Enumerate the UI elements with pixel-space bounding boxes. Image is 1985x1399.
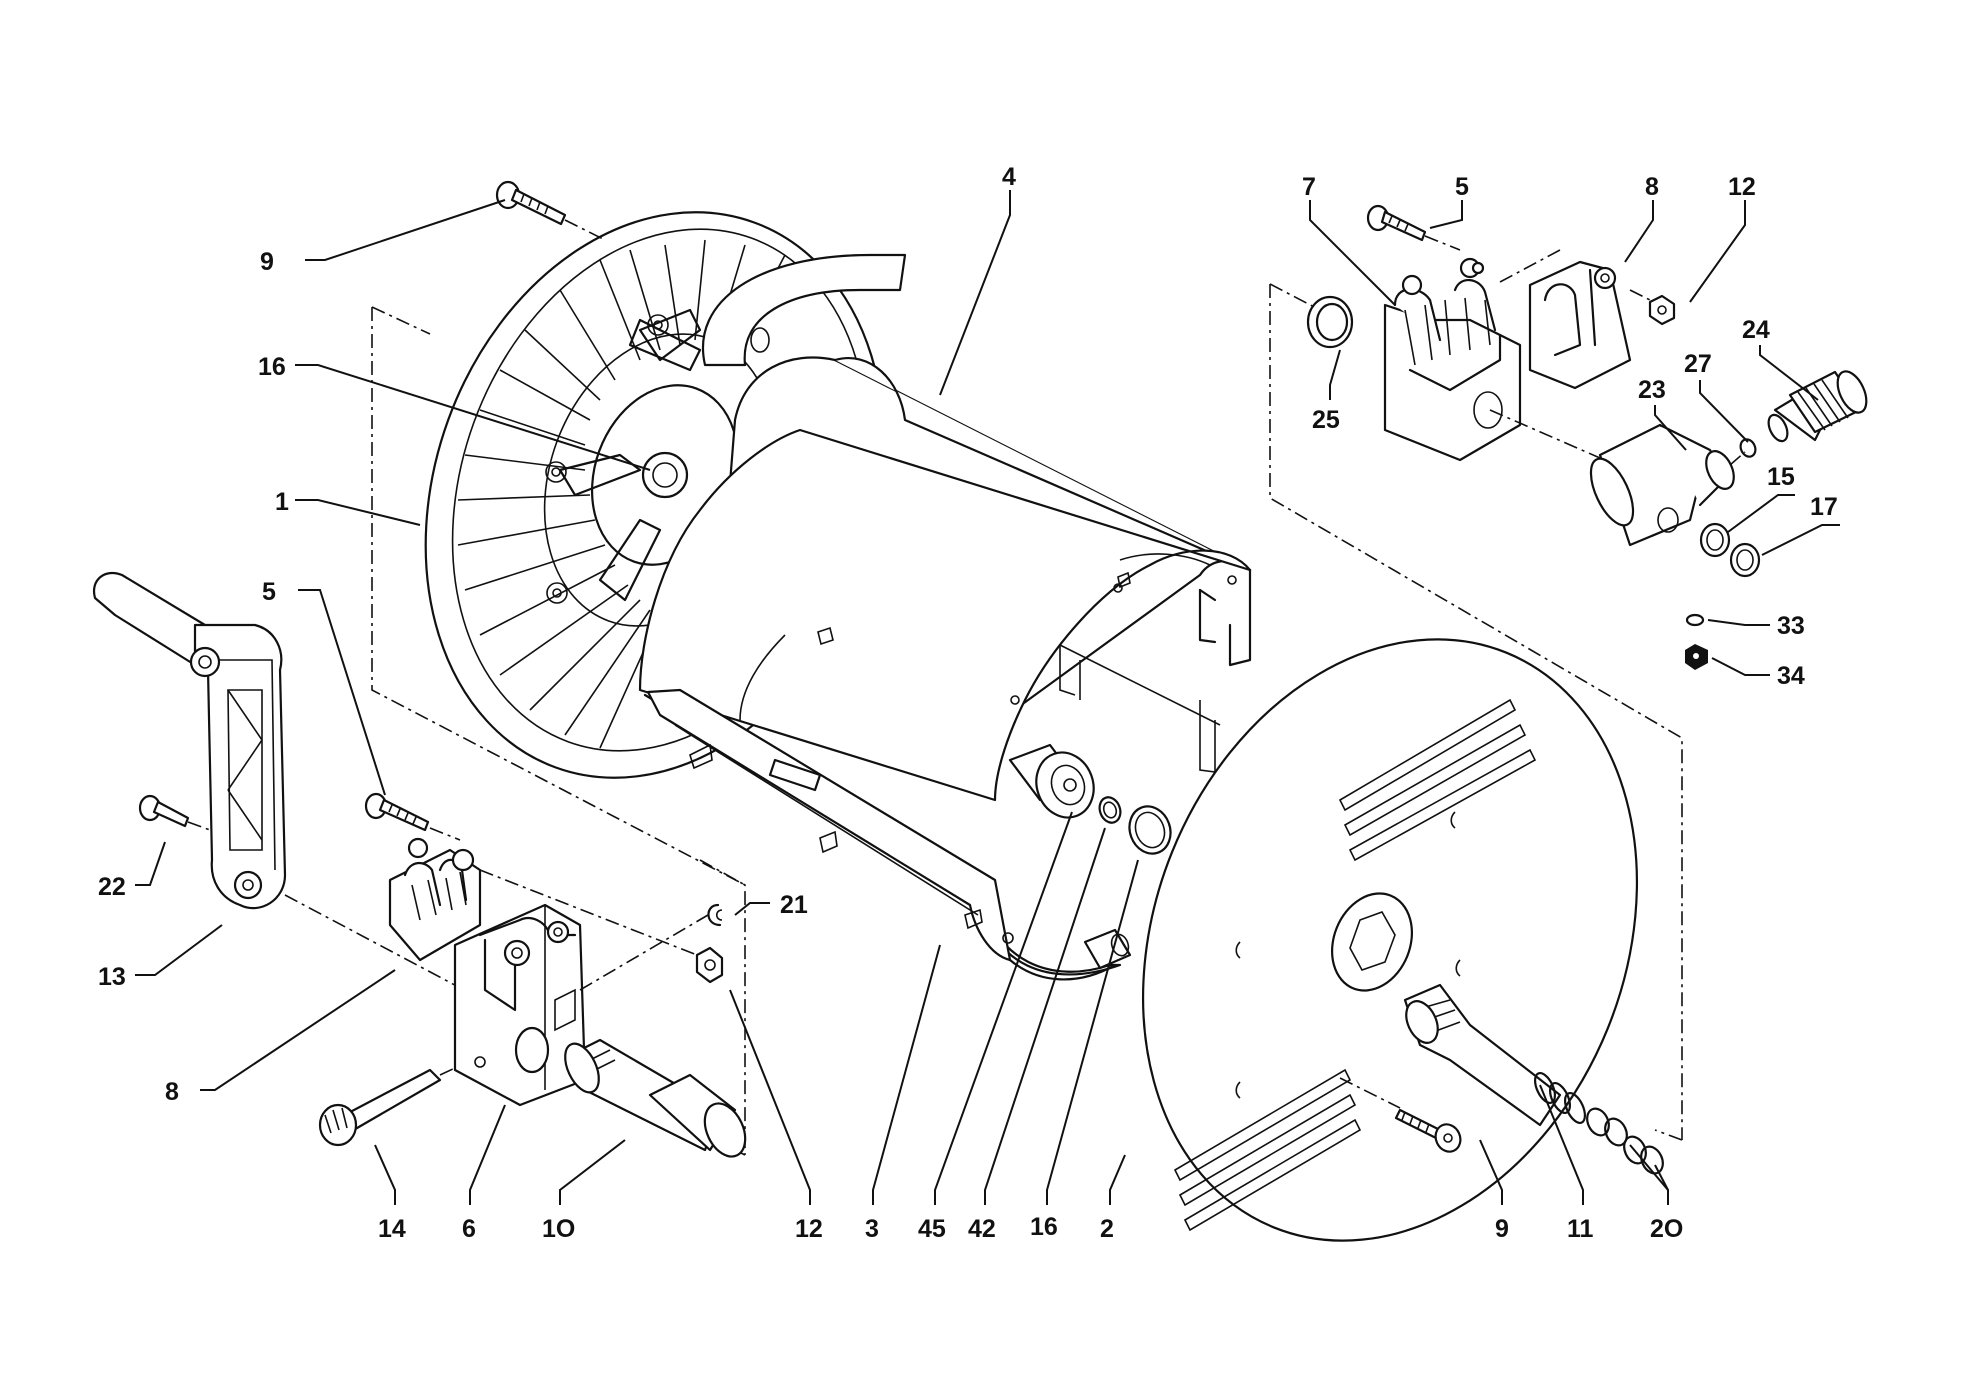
callout-27: 27 (1684, 350, 1712, 378)
callout-22: 22 (98, 873, 126, 901)
part-20-seal-rings (1586, 1107, 1664, 1175)
callout-10: 1O (542, 1215, 575, 1243)
part-23-elbow (1489, 409, 1746, 547)
callout-4: 4 (1002, 163, 1016, 191)
part-5-screw-right (1366, 204, 1461, 251)
callout-8-left: 8 (165, 1078, 179, 1106)
callout-42: 42 (968, 1215, 996, 1243)
callout-25: 25 (1312, 406, 1340, 434)
assembly-frame-right (1269, 283, 1683, 1141)
part-21-clip (579, 903, 723, 991)
part-24-adapter (1767, 370, 1868, 443)
part-27-washer (1739, 438, 1757, 458)
part-15-ring (1699, 522, 1731, 558)
callout-13: 13 (98, 963, 126, 991)
part-42-o-ring (1098, 796, 1122, 824)
callout-23: 23 (1638, 376, 1666, 404)
part-8-bracket-left (388, 837, 482, 962)
part-33-o-ring (1685, 613, 1705, 627)
part-45-coupling (1008, 743, 1095, 819)
part-22-screw (138, 794, 211, 831)
callout-45: 45 (918, 1215, 946, 1243)
callout-2: 2 (1100, 1215, 1114, 1243)
callout-1: 1 (275, 488, 289, 516)
callout-17: 17 (1810, 493, 1838, 521)
callout-12-right: 12 (1728, 173, 1756, 201)
callout-5-left: 5 (262, 578, 276, 606)
callout-11: 11 (1567, 1215, 1594, 1243)
part-10-hose-connector (564, 1038, 747, 1158)
part-4-drum-cover (638, 356, 1252, 802)
callout-21: 21 (780, 891, 808, 919)
part-8-bracket-right (1499, 249, 1632, 390)
part-17-ring (1729, 542, 1761, 578)
callout-5-right: 5 (1455, 173, 1469, 201)
part-12-nut-left (479, 869, 724, 984)
part-5-screw-left (364, 792, 461, 841)
callout-15: 15 (1767, 463, 1795, 491)
part-14-knob (318, 1067, 456, 1147)
callout-14: 14 (378, 1215, 406, 1243)
part-16-circlip (1128, 805, 1172, 855)
part-34-cap (1685, 644, 1708, 670)
callout-24: 24 (1742, 316, 1770, 344)
callout-20: 2O (1650, 1215, 1683, 1243)
callout-7: 7 (1302, 173, 1316, 201)
part-2-right-flange (1083, 638, 1639, 1242)
callout-9-upper: 9 (260, 248, 274, 276)
callout-34: 34 (1777, 662, 1805, 690)
callout-labels: 9 16 1 5 22 13 8 21 14 6 1O 12 3 45 42 1… (98, 163, 1838, 1243)
part-9-screw-lower (1339, 1077, 1462, 1153)
callout-33: 33 (1777, 612, 1805, 640)
callout-9-lower: 9 (1495, 1215, 1509, 1243)
part-6-bracket-body (453, 903, 587, 1107)
part-12-nut-right (1629, 289, 1676, 326)
part-13-crank-handle (92, 572, 287, 910)
callout-6: 6 (462, 1215, 476, 1243)
callout-8-right: 8 (1645, 173, 1659, 201)
callout-16-lower: 16 (1030, 1213, 1058, 1241)
part-7-bracket (1383, 257, 1522, 462)
part-9-screw-upper (495, 180, 606, 241)
leader-lines (135, 190, 1840, 1205)
callout-3: 3 (865, 1215, 879, 1243)
part-3-drum-lower-shell (643, 634, 1221, 981)
callout-16-upper: 16 (258, 353, 286, 381)
part-25-ring (1306, 295, 1354, 349)
callout-12-left: 12 (795, 1215, 823, 1243)
